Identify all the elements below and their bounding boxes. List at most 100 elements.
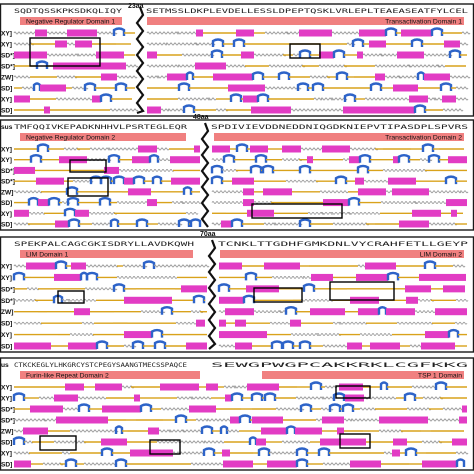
coil-segment (428, 190, 462, 194)
helix-segment (392, 188, 415, 196)
coil-segment (177, 264, 191, 268)
track-row: XY] (1, 38, 469, 49)
helix-segment (322, 145, 350, 153)
helix-segment (72, 394, 78, 402)
domain-bar-right (214, 133, 464, 141)
coil-segment (300, 147, 326, 151)
coil-segment (171, 201, 185, 205)
row-label: XY] (1, 385, 12, 392)
track-row: SD] (1, 436, 467, 447)
strand-segment (351, 38, 365, 47)
consensus-label: us (1, 362, 9, 369)
strand-segment (36, 143, 50, 152)
strand-segment (219, 425, 229, 434)
row-label: ZW] (1, 429, 13, 436)
helix-segment (225, 394, 232, 402)
helix-segment (339, 383, 363, 391)
track-row: XY] (1, 154, 467, 164)
strand-segment (369, 82, 383, 91)
strand-segment (298, 49, 312, 58)
helix-segment (194, 145, 200, 153)
helix-segment (68, 342, 97, 350)
gap-label: 48aa (193, 114, 209, 121)
track-row: SD*] (1, 175, 467, 186)
coil-segment (177, 64, 199, 68)
domain-label-left: Furin-like Repeat Domain 2 (26, 372, 109, 379)
coil-segment (61, 298, 71, 302)
helix-segment (196, 29, 203, 37)
coil-segment (330, 211, 352, 215)
row-label: XY] (1, 31, 12, 38)
coil-segment (116, 75, 138, 79)
strand-segment (230, 218, 244, 227)
track-row: SD] (1, 458, 466, 469)
helix-segment (219, 296, 244, 304)
sequence-left: TMFQQIVKEPADKNHHVLPSRTEGLEQR (14, 123, 187, 131)
helix-segment (311, 273, 333, 281)
helix-segment (251, 106, 263, 114)
coil-segment (378, 429, 404, 433)
helix-segment (424, 73, 450, 81)
strand-segment (256, 93, 270, 102)
strand-segment (299, 403, 313, 412)
coil-segment (309, 75, 331, 79)
coil-segment (156, 440, 178, 444)
helix-segment (320, 438, 348, 446)
strand-segment (148, 154, 160, 163)
coil-segment (316, 333, 342, 337)
helix-segment (243, 199, 254, 207)
coil-segment (218, 344, 236, 348)
highlight-box (69, 159, 107, 173)
coil-segment (300, 298, 334, 302)
helix-segment (439, 460, 457, 468)
helix-segment (189, 405, 199, 413)
coil-segment (154, 31, 168, 35)
helix-segment (446, 199, 467, 207)
coil-segment (13, 298, 39, 302)
strand-segment (232, 38, 246, 47)
coil-segment (116, 201, 150, 205)
helix-segment (368, 308, 379, 316)
coil-segment (414, 310, 436, 314)
coil-segment (409, 344, 423, 348)
helix-segment (212, 145, 230, 153)
coil-segment (318, 64, 348, 68)
helix-segment (170, 156, 200, 164)
strand-segment (302, 283, 316, 292)
row-label: SD] (1, 222, 12, 229)
helix-segment (225, 308, 254, 316)
helix-segment (462, 405, 467, 413)
helix-segment (243, 95, 258, 103)
row-label: SD] (1, 200, 12, 207)
helix-segment (388, 177, 416, 185)
coil-segment (179, 451, 205, 455)
strand-segment (317, 447, 331, 456)
row-label: SD] (1, 321, 12, 328)
track-row: ZW] (1, 71, 471, 82)
strand-segment (403, 392, 417, 401)
coil-segment (269, 451, 299, 455)
coil-segment (362, 53, 372, 57)
helix-segment (147, 51, 157, 59)
sequence-right: SETMSSLDKPLEVDELLESSLDPEPTQSKLVRLEPLTEAE… (146, 7, 468, 15)
track-row: SD*] (1, 164, 467, 175)
strand-segment (131, 340, 145, 349)
coil-segment (109, 108, 139, 112)
coil-segment (410, 168, 428, 172)
coil-segment (423, 53, 453, 57)
strand-segment (99, 93, 113, 102)
helix-segment (358, 188, 386, 196)
helix-segment (261, 427, 287, 435)
strand-segment (248, 436, 258, 445)
coil-segment (55, 97, 77, 101)
strand-segment (455, 458, 466, 467)
row-label: SD*] (1, 407, 15, 414)
strand-segment (416, 71, 426, 80)
helix-segment (101, 73, 117, 81)
strand-segment (114, 458, 128, 467)
coil-segment (176, 440, 206, 444)
highlight-box (251, 203, 343, 219)
helix-segment (206, 383, 218, 391)
helix-segment (370, 342, 400, 350)
helix-segment (54, 273, 81, 281)
